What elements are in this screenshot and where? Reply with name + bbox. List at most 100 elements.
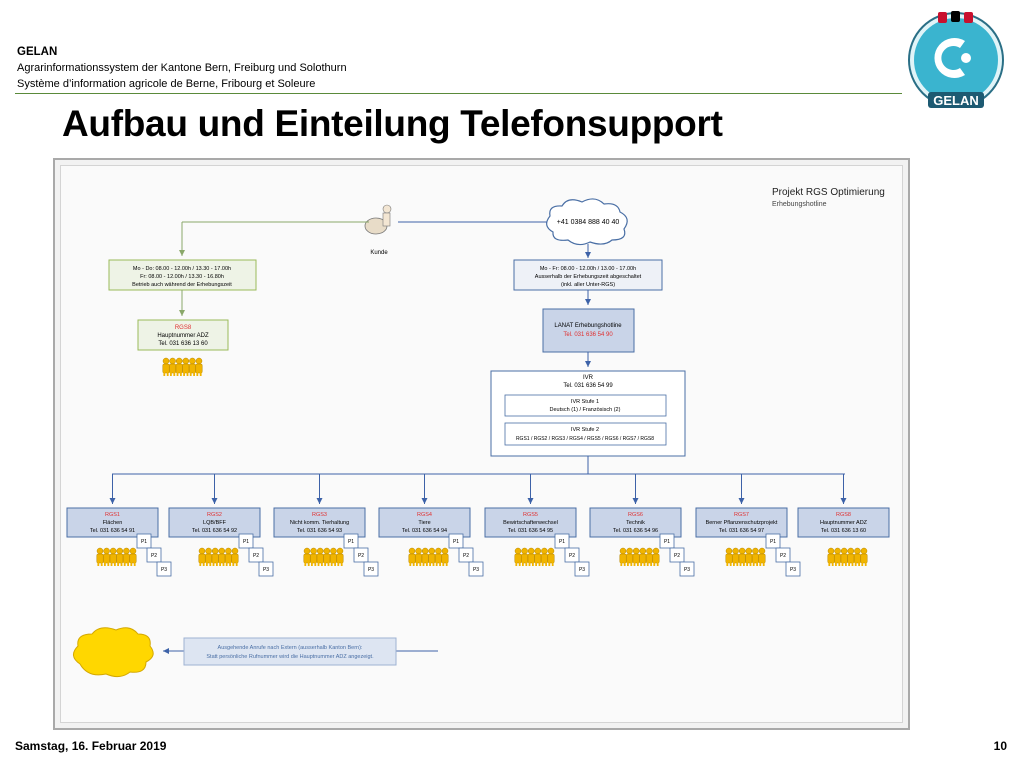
- rgs8-main-name: Hauptnummer ADZ: [157, 333, 209, 339]
- person-icon: [434, 547, 443, 567]
- person-icon: [102, 547, 111, 567]
- rgs8-main-box: [137, 319, 229, 351]
- person-icon: [619, 547, 627, 567]
- person-card: [679, 561, 695, 577]
- person-card: [353, 547, 369, 563]
- person-card-label: P1: [770, 539, 776, 545]
- person-card-label: P3: [368, 567, 374, 573]
- person-card-label: P1: [559, 539, 565, 545]
- person-card: [468, 561, 484, 577]
- person-icon: [309, 547, 318, 567]
- external-cloud: [73, 627, 154, 678]
- person-icon: [833, 547, 842, 567]
- right-hours-line2: Ausserhalb der Erhebungszeit abgeschalte…: [535, 274, 642, 280]
- rgs-team: [514, 547, 555, 567]
- lanat-tel: Tel. 031 636 54 90: [563, 332, 613, 338]
- person-icon: [116, 547, 124, 567]
- ivr-stufe1-box: [504, 394, 667, 417]
- rgs-box: [168, 507, 261, 538]
- rgs-tel: Tel. 031 636 54 96: [613, 528, 658, 534]
- rgs-name: Flächen: [103, 520, 123, 526]
- person-card: [574, 561, 590, 577]
- rgs-box: [378, 507, 471, 538]
- person-card-label: P3: [684, 567, 690, 573]
- rgs8-main-code: RGS8: [175, 325, 192, 331]
- rgs-code: RGS5: [523, 512, 538, 518]
- person-card-label: P2: [674, 553, 680, 559]
- rgs-name: Hauptnummer ADZ: [820, 520, 868, 526]
- person-card-label: P2: [253, 553, 259, 559]
- person-icon: [840, 547, 848, 567]
- rgs-tel: Tel. 031 636 54 91: [90, 528, 135, 534]
- rgs-tel: Tel. 031 636 13 60: [821, 528, 866, 534]
- ivr-stufe2-title: IVR Stufe 2: [571, 427, 599, 433]
- customer-label: Kunde: [370, 250, 388, 256]
- person-icon: [195, 357, 203, 377]
- person-icon: [329, 547, 338, 567]
- left-hours-line2: Fr: 08.00 - 12.00h / 13.30 - 16.80h: [140, 274, 224, 280]
- person-icon: [231, 547, 239, 567]
- person-icon: [211, 547, 219, 567]
- person-icon: [204, 547, 213, 567]
- person-icon: [198, 547, 206, 567]
- person-icon: [527, 547, 535, 567]
- rgs-team: [96, 547, 137, 567]
- person-card-label: P2: [463, 553, 469, 559]
- rgs8-main-team: [162, 357, 203, 377]
- right-hours-line1: Mo - Fr: 08.00 - 12.00h / 13.00 - 17.00h: [540, 266, 636, 272]
- person-icon: [109, 547, 117, 567]
- outgoing-note-line2: Statt persönliche Rufnummer wird die Hau…: [206, 654, 374, 660]
- rgs-name: Berner Pflanzenschutzprojekt: [706, 520, 778, 526]
- org-description-fr: Système d’information agricole de Berne,…: [17, 78, 316, 90]
- person-card-label: P3: [473, 567, 479, 573]
- left-hours-line1: Mo - Do: 08.00 - 12.00h / 13.30 - 17.00h: [133, 266, 231, 272]
- rgs-code: RGS7: [734, 512, 749, 518]
- org-name: GELAN: [17, 46, 58, 58]
- rgs-name: LQB/BFF: [203, 520, 227, 526]
- canton-shields-icon: [938, 11, 973, 23]
- rgs-box: [484, 507, 577, 538]
- person-card: [775, 547, 791, 563]
- rgs-box: [273, 507, 366, 538]
- hotline-cloud: [546, 198, 628, 246]
- logo-text: GELAN: [933, 93, 979, 108]
- person-icon: [853, 547, 862, 567]
- person-icon: [323, 547, 331, 567]
- person-card: [146, 547, 162, 563]
- person-icon: [122, 547, 131, 567]
- person-icon: [168, 357, 177, 377]
- rgs-box: [695, 507, 788, 538]
- person-card-label: P1: [664, 539, 670, 545]
- person-icon: [738, 547, 746, 567]
- person-card-label: P2: [151, 553, 157, 559]
- rgs-team: [725, 547, 766, 567]
- person-card-label: P2: [569, 553, 575, 559]
- person-card-label: P3: [161, 567, 167, 573]
- rgs-team: [408, 547, 449, 567]
- person-icon: [162, 357, 170, 377]
- person-icon: [514, 547, 522, 567]
- person-card: [136, 533, 152, 549]
- rgs-team: [619, 547, 660, 567]
- ivr-stufe2-text: RGS1 / RGS2 / RGS3 / RGS4 / RGS5 / RGS6 …: [516, 436, 654, 442]
- person-icon: [188, 357, 197, 377]
- rgs-tel: Tel. 031 636 54 92: [192, 528, 237, 534]
- person-icon: [827, 547, 835, 567]
- ivr-stufe2-box: [504, 422, 667, 446]
- person-icon: [96, 547, 104, 567]
- rgs-code: RGS1: [105, 512, 120, 518]
- project-title: Projekt RGS Optimierung: [772, 187, 885, 198]
- person-card: [659, 533, 675, 549]
- rgs-team: [303, 547, 344, 567]
- person-card-label: P1: [243, 539, 249, 545]
- page-title: Aufbau und Einteilung Telefonsupport: [62, 103, 723, 144]
- person-card: [363, 561, 379, 577]
- person-card: [238, 533, 254, 549]
- rgs8-main-tel: Tel. 031 636 13 60: [158, 341, 208, 347]
- person-card: [554, 533, 570, 549]
- rgs-code: RGS2: [207, 512, 222, 518]
